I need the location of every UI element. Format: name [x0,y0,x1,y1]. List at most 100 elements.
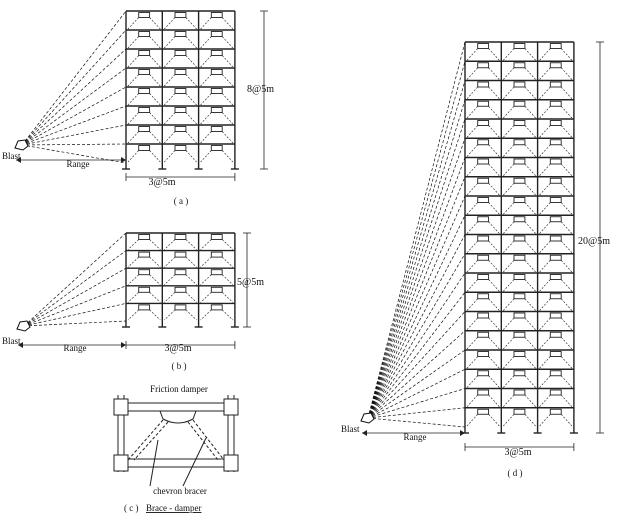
brace [164,36,176,49]
brace [164,112,176,125]
brace [539,414,551,427]
brace [503,260,515,273]
brace [200,309,212,321]
blast-ray [23,267,127,327]
brace [466,356,478,369]
damper-icon [477,293,490,300]
damper-icon [174,69,187,75]
damper-icon [477,235,490,242]
damper-icon [174,107,187,113]
brace [524,298,536,311]
brace [466,183,478,196]
brace [466,144,478,157]
damper-icon [513,254,526,261]
frame-d-width-dimension: 3@5m [505,447,532,458]
damper-icon [210,286,223,293]
brace [524,202,536,215]
brace [488,106,500,119]
detail-joint-bottom-right [223,454,239,472]
brace [221,112,234,125]
brace [149,274,161,286]
brace [185,256,197,268]
damper-icon [210,88,223,94]
brace [164,17,176,30]
brace [221,74,234,87]
blast-ray [367,253,466,419]
damper-icon [549,62,562,69]
damper-icon [513,408,526,415]
brace [221,309,234,321]
damper-icon [549,293,562,300]
blast-ray [21,124,127,146]
damper-icon [477,81,490,88]
brace [503,394,515,407]
damper-icon [477,254,490,261]
brace [221,239,234,250]
brace [524,48,536,61]
brace [488,48,500,61]
frame-b-blast-label: Blast [2,336,21,346]
damper-icon [477,177,490,184]
blast-ray [367,234,466,419]
damper-icon [513,389,526,396]
brace [185,150,197,163]
brace [488,260,500,273]
brace [466,337,478,350]
brace [560,125,573,138]
brace [221,256,234,268]
brace [127,131,139,144]
damper-icon [477,408,490,415]
damper-icon [210,145,223,151]
blast-ray [367,157,466,419]
brace [127,93,139,106]
damper-icon [477,216,490,223]
panel-c-caption-title: Brace - damper [146,503,201,513]
brace [200,93,212,106]
damper-icon [549,120,562,126]
brace [466,202,478,215]
brace [164,292,176,303]
chevron-bracer-label: chevron bracer [153,486,207,496]
damper-icon [549,351,562,357]
damper-icon [138,107,151,113]
brace [503,86,515,99]
brace [503,356,515,369]
brace [185,55,197,68]
brace [503,163,515,176]
brace [488,414,500,427]
blast-ray [21,143,127,146]
detail-joint-top-left [113,398,129,416]
brace [539,86,551,99]
brace [560,240,573,253]
brace [185,309,197,321]
brace [524,106,536,119]
brace [488,221,500,234]
brace [185,292,197,303]
brace [524,317,536,330]
damper-icon [210,69,223,75]
brace [488,240,500,253]
brace [185,131,197,144]
damper-icon [549,331,562,338]
blast-ray [367,80,466,419]
brace [466,394,478,407]
brace [503,317,515,330]
brace-damper-detail [113,395,239,487]
brace [560,414,573,427]
damper-icon [138,145,151,151]
brace [200,292,212,303]
damper-icon [513,370,526,377]
damper-icon [138,88,151,94]
blast-ray [367,215,466,419]
brace [560,106,573,119]
brace [164,309,176,321]
brace [539,260,551,273]
brace [524,279,536,292]
brace [221,150,234,163]
damper-icon [549,370,562,377]
brace [560,144,573,157]
brace [200,131,212,144]
brace [488,317,500,330]
blast-ray [21,48,127,146]
damper-icon [549,408,562,415]
